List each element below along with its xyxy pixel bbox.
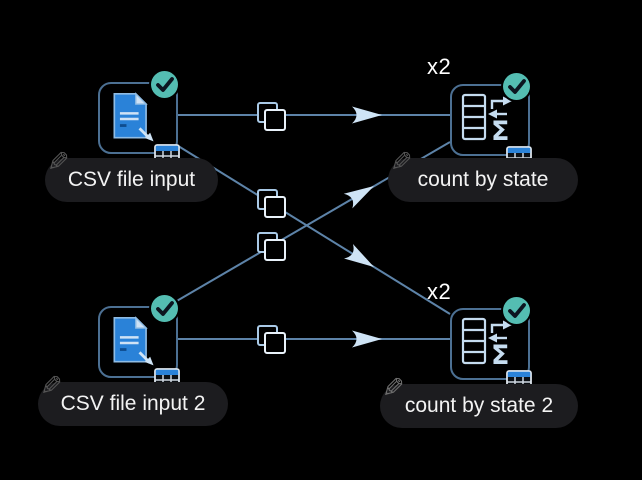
aggregate-sigma-icon: Σ (461, 317, 512, 368)
arrowhead-icon (352, 106, 382, 124)
copy-icon[interactable] (257, 232, 286, 261)
copy-icons (257, 102, 286, 354)
node-label-text: CSV file input (67, 168, 196, 191)
arrowhead-icon (352, 330, 382, 348)
connection-csv1-count2[interactable] (174, 143, 451, 315)
sigma-glyph: Σ (491, 116, 509, 144)
node-csv-file-input[interactable] (98, 71, 180, 167)
sigma-glyph: Σ (491, 340, 509, 368)
aggregate-sigma-icon: Σ (461, 93, 512, 144)
node-label-count-by-state-2[interactable]: ✎ count by state 2 (380, 373, 578, 428)
arrowhead-icon (344, 244, 374, 267)
status-check-icon (151, 295, 178, 322)
node-csv-file-input-2[interactable] (98, 295, 180, 391)
copy-icon[interactable] (257, 102, 286, 131)
csv-document-icon (113, 92, 154, 142)
copy-icon[interactable] (257, 325, 286, 354)
arrowhead-icon (343, 186, 374, 209)
pencil-icon[interactable]: ✎ (47, 147, 70, 178)
node-label-csv-file-input-2[interactable]: ✎ CSV file input 2 (38, 371, 228, 426)
copy-icon[interactable] (257, 189, 286, 218)
multiplier-badge: x2 (427, 279, 452, 304)
node-label-text: CSV file input 2 (60, 392, 206, 415)
node-label-text: count by state (417, 168, 549, 191)
node-label-count-by-state[interactable]: ✎ count by state (388, 147, 578, 202)
status-check-icon (503, 297, 530, 324)
arrowheads (343, 106, 382, 348)
node-count-by-state-2[interactable]: Σ (450, 297, 532, 393)
node-label-csv-file-input[interactable]: ✎ CSV file input (45, 147, 218, 202)
status-check-icon (503, 73, 530, 100)
node-count-by-state[interactable]: Σ (450, 73, 532, 169)
pencil-icon[interactable]: ✎ (382, 373, 405, 404)
multiplier-badge: x2 (427, 54, 452, 79)
pencil-icon[interactable]: ✎ (390, 147, 413, 178)
status-check-icon (151, 71, 178, 98)
connection-lines[interactable] (174, 114, 451, 340)
csv-document-icon (113, 316, 154, 366)
node-label-text: count by state 2 (404, 394, 554, 417)
pencil-icon[interactable]: ✎ (40, 371, 63, 402)
